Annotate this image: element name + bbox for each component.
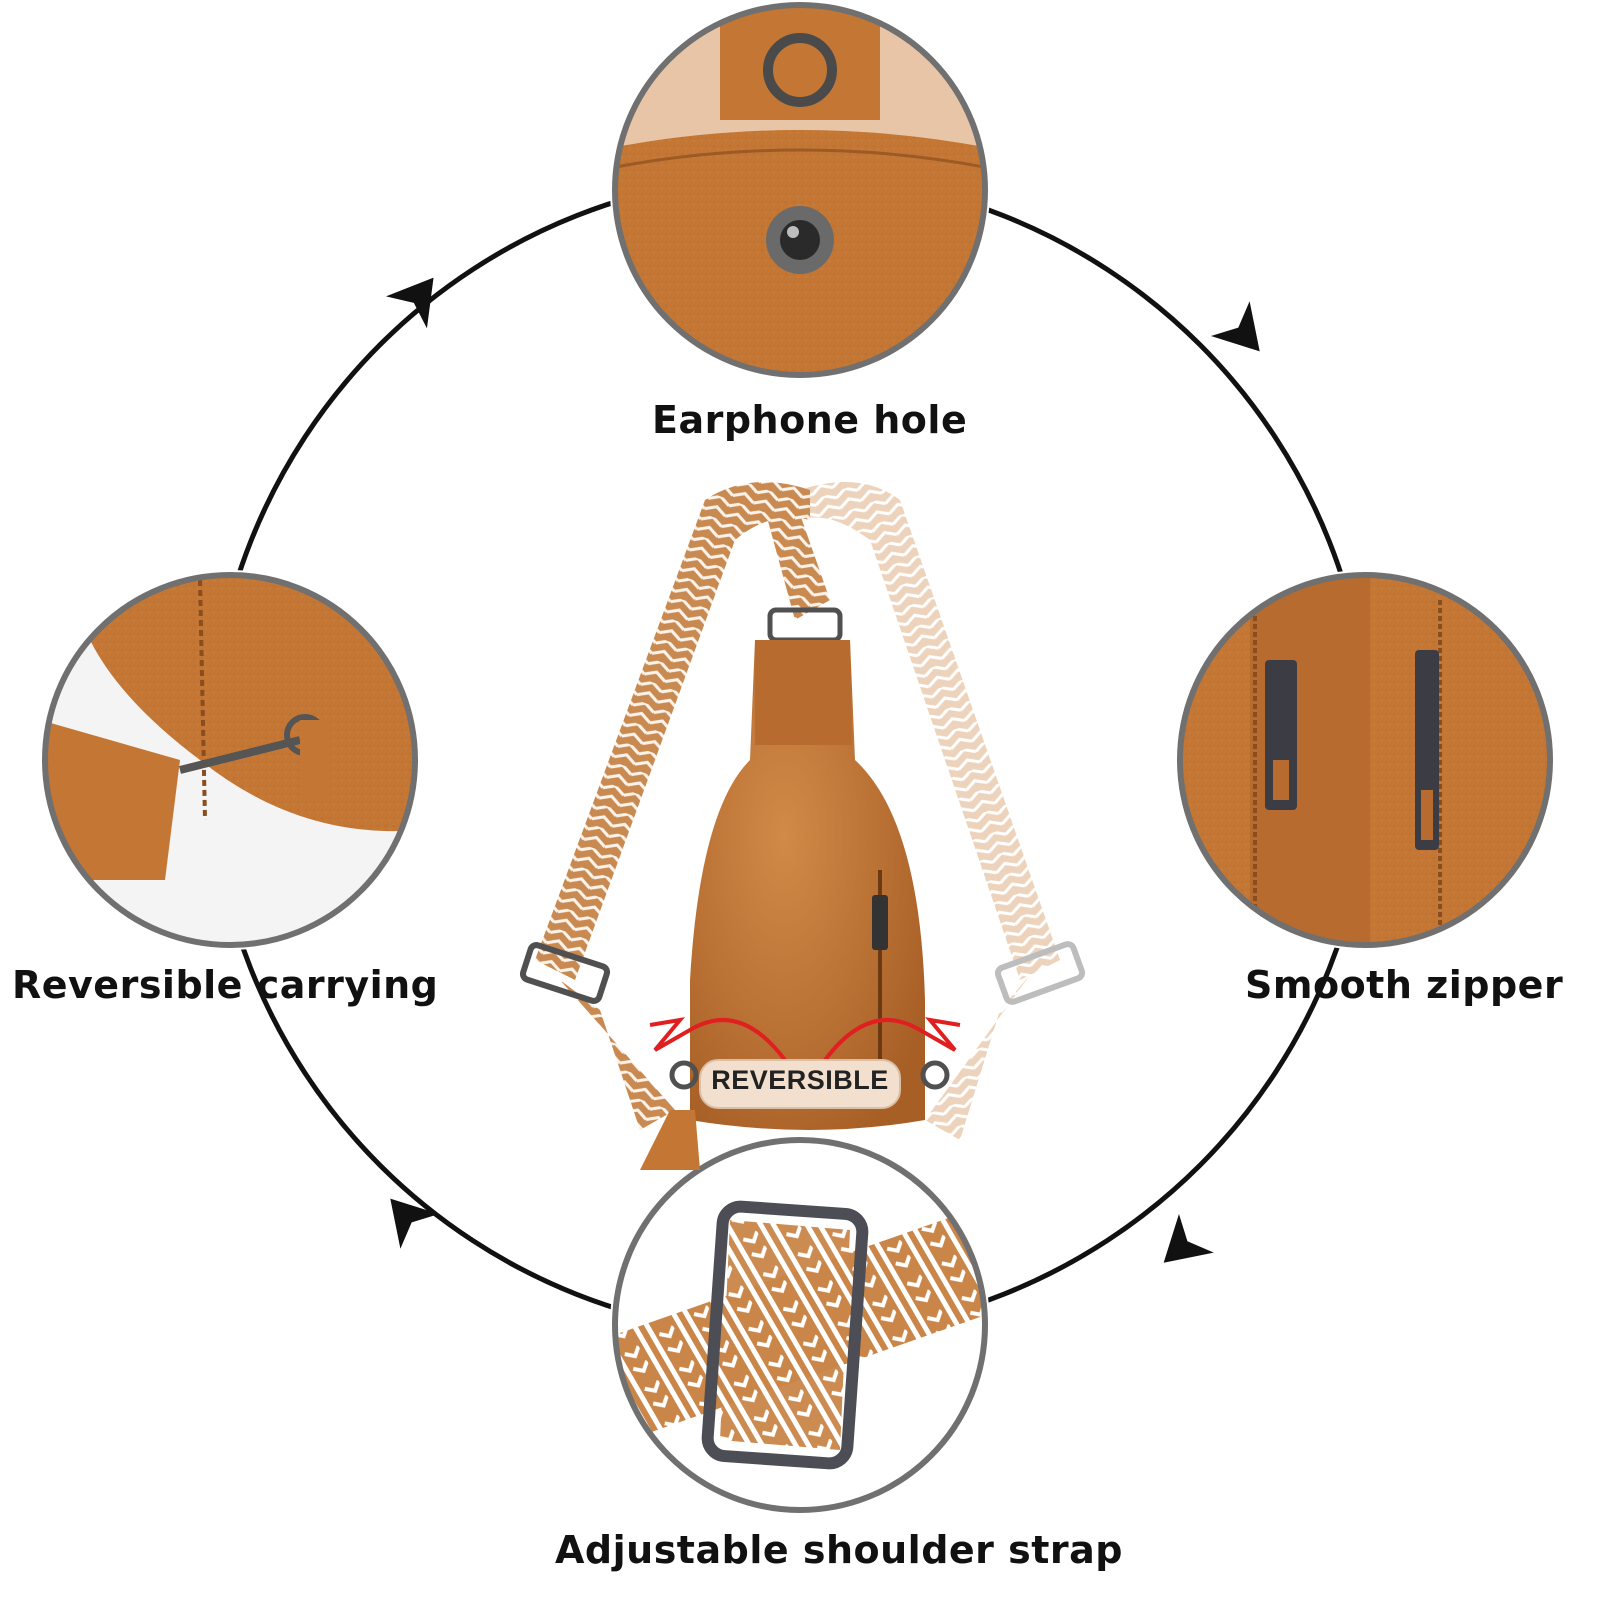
detail-earphone-hole xyxy=(610,0,990,380)
label-smooth-zipper: Smooth zipper xyxy=(1245,963,1564,1007)
front-zipper-pull-icon xyxy=(872,895,888,950)
arrow-top-right-icon xyxy=(1210,301,1260,352)
reversible-badge-text: REVERSIBLE xyxy=(711,1065,889,1095)
detail-adjustable-strap xyxy=(610,1135,990,1515)
arrow-top-left-icon xyxy=(385,277,434,329)
label-adjustable-shoulder-strap: Adjustable shoulder strap xyxy=(555,1528,1124,1572)
detail-reversible-carrying xyxy=(40,570,420,950)
strap-slider-buckle-icon xyxy=(701,1200,869,1470)
arrow-bottom-left-icon xyxy=(390,1198,440,1249)
arrow-bottom-right-icon xyxy=(1163,1213,1214,1263)
reversible-arrows-icon xyxy=(649,1017,961,1062)
sling-bag-product xyxy=(519,482,1086,1170)
detail-smooth-zipper xyxy=(1175,570,1555,950)
label-reversible-carrying: Reversible carrying xyxy=(12,963,439,1007)
label-earphone-hole: Earphone hole xyxy=(652,398,968,442)
reversible-badge xyxy=(699,1059,901,1109)
